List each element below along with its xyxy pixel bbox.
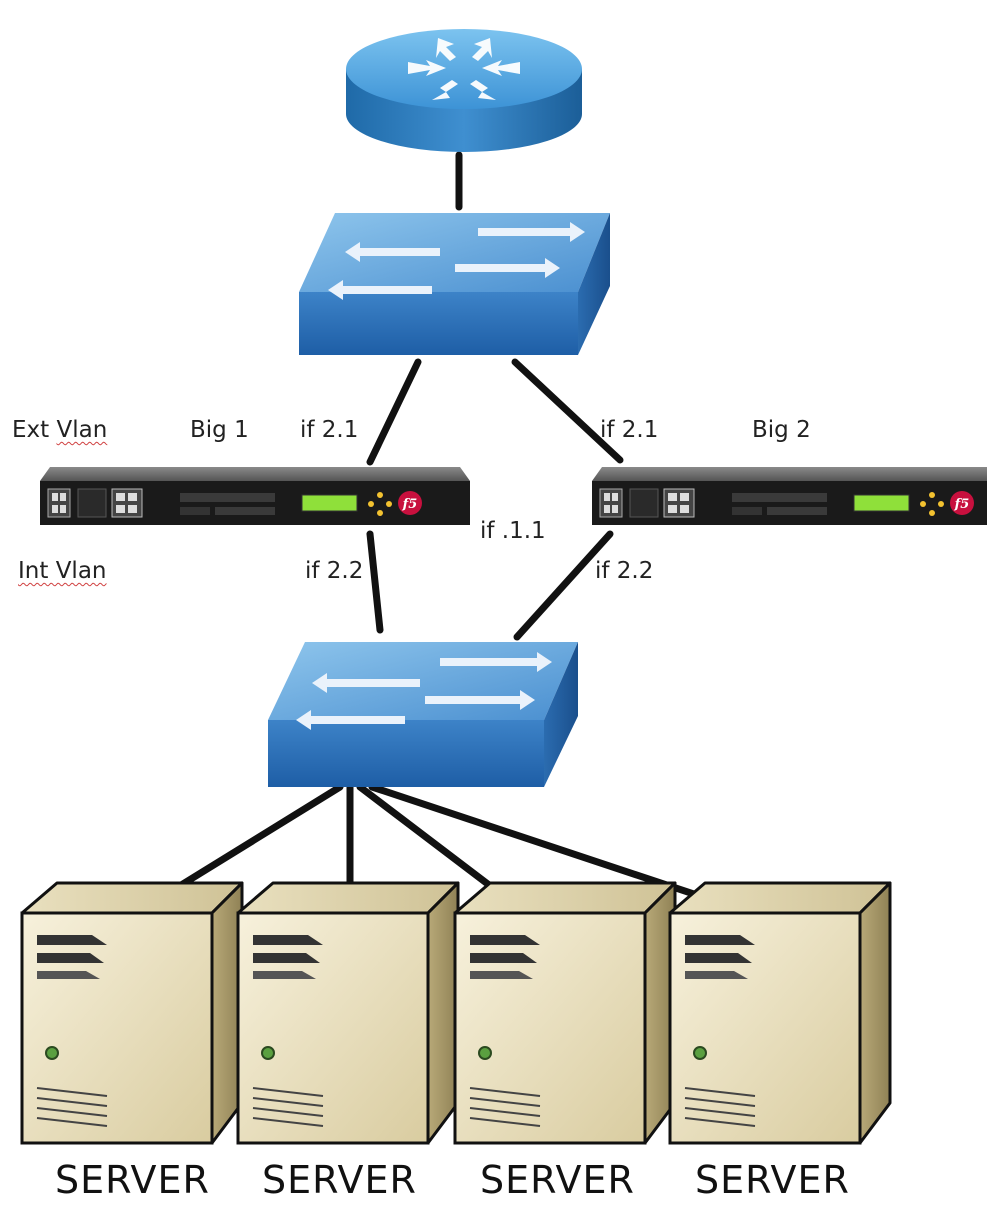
big2-appliance-icon [591,466,987,526]
big1-switch-link [366,530,384,634]
big1-label: Big 1 [190,417,249,443]
big2-if21-label: if 2.1 [600,417,659,443]
server-icon [668,881,892,1145]
if11-label: if .1.1 [480,518,546,544]
switch-server4-link [368,783,746,914]
server-icon [20,881,244,1145]
switch-icon [268,642,578,787]
router-icon [346,29,582,152]
switch-icon [299,213,610,355]
big1-if21-label: if 2.1 [300,417,359,443]
ext-vlan-label: Ext Vlan [12,417,108,443]
switch-big1-link [366,358,422,466]
switch-server1-link [161,783,344,899]
server-label: SERVER [55,1158,210,1202]
server-label: SERVER [695,1158,850,1202]
switch-big2-link [511,358,624,464]
int-vlan-label: Int Vlan [18,558,107,584]
big1-if22-label: if 2.2 [305,558,364,584]
big2-switch-link [513,530,614,641]
server-icon [236,881,460,1145]
big2-if22-label: if 2.2 [595,558,654,584]
server-icon [453,881,677,1145]
big2-label: Big 2 [752,417,811,443]
big1-appliance-icon [39,466,471,526]
links [161,151,746,914]
server-label: SERVER [480,1158,635,1202]
server-label: SERVER [262,1158,417,1202]
